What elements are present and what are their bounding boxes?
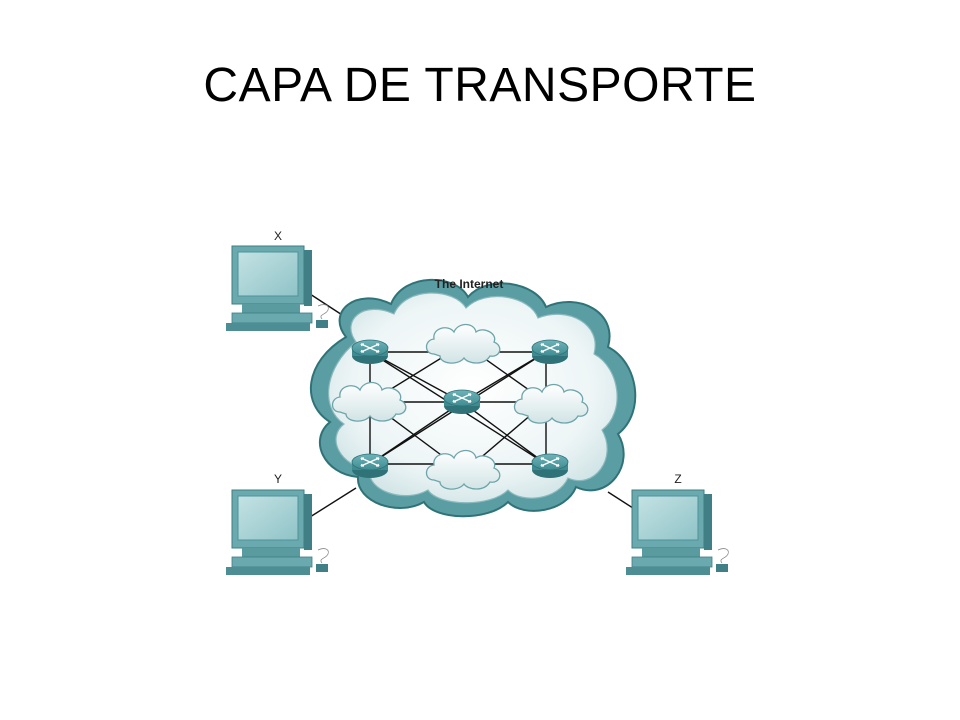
router-icon-bottom-right: [531, 453, 569, 479]
router-icon-center: [443, 389, 481, 415]
router-icon-bottom-left: [351, 453, 389, 479]
network-diagram-svg: The Internet X Y Z: [225, 229, 729, 576]
router-icon-top-left: [351, 339, 389, 365]
internet-label: The Internet: [435, 277, 504, 291]
host-z: Z: [625, 472, 729, 576]
host-y: Y: [225, 472, 329, 576]
computer-icon-x: [225, 245, 329, 332]
host-y-label: Y: [274, 472, 282, 486]
computer-icon-z: [625, 489, 729, 576]
slide-title: CAPA DE TRANSPORTE: [203, 59, 757, 112]
router-icon-top-right: [531, 339, 569, 365]
host-x: X: [225, 229, 329, 332]
link-z-internet: [607, 491, 637, 511]
host-x-label: X: [274, 229, 282, 243]
host-z-label: Z: [674, 472, 681, 486]
computer-icon-y: [225, 489, 329, 576]
link-y-internet: [309, 487, 357, 518]
network-diagram: The Internet X Y Z: [206, 212, 754, 594]
